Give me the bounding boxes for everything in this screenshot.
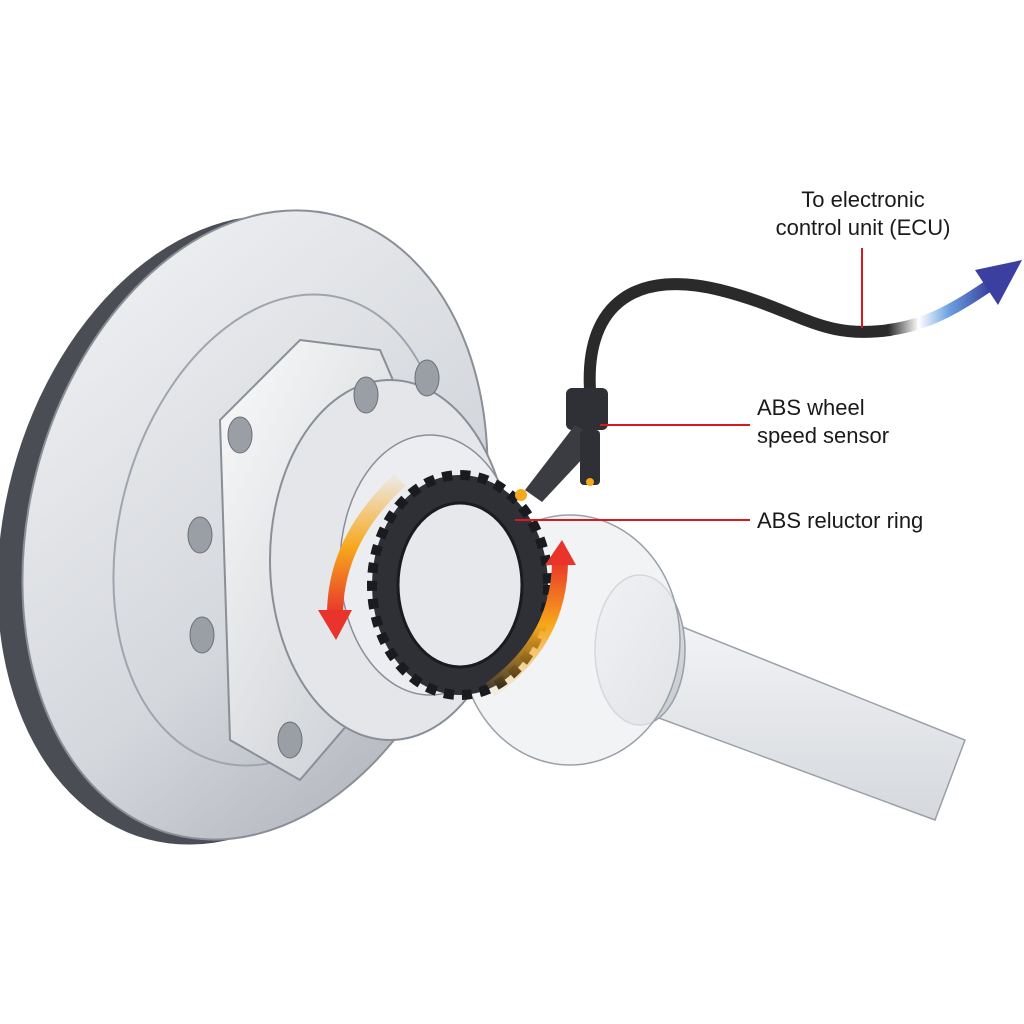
rotation-arrow-left [318,474,406,640]
ecu-label-line2: control unit (ECU) [775,215,951,240]
reluctor-ring [367,470,553,700]
ecu-label-line1: To electronic [801,187,925,212]
sensor-label-line1: ABS wheel [757,395,865,420]
reluctor-label: ABS reluctor ring [757,508,924,533]
sensor-label-line2: speed sensor [757,423,890,448]
signal-arrow-icon [975,260,1022,305]
sensor-cable [583,278,994,396]
rotation-arrow-right [485,540,576,697]
sensor-label: ABS wheel speed sensor [757,394,889,450]
wheel-speed-sensor [515,388,608,502]
lug-holes [187,359,440,759]
ecu-label: To electronic control unit (ECU) [760,186,966,242]
